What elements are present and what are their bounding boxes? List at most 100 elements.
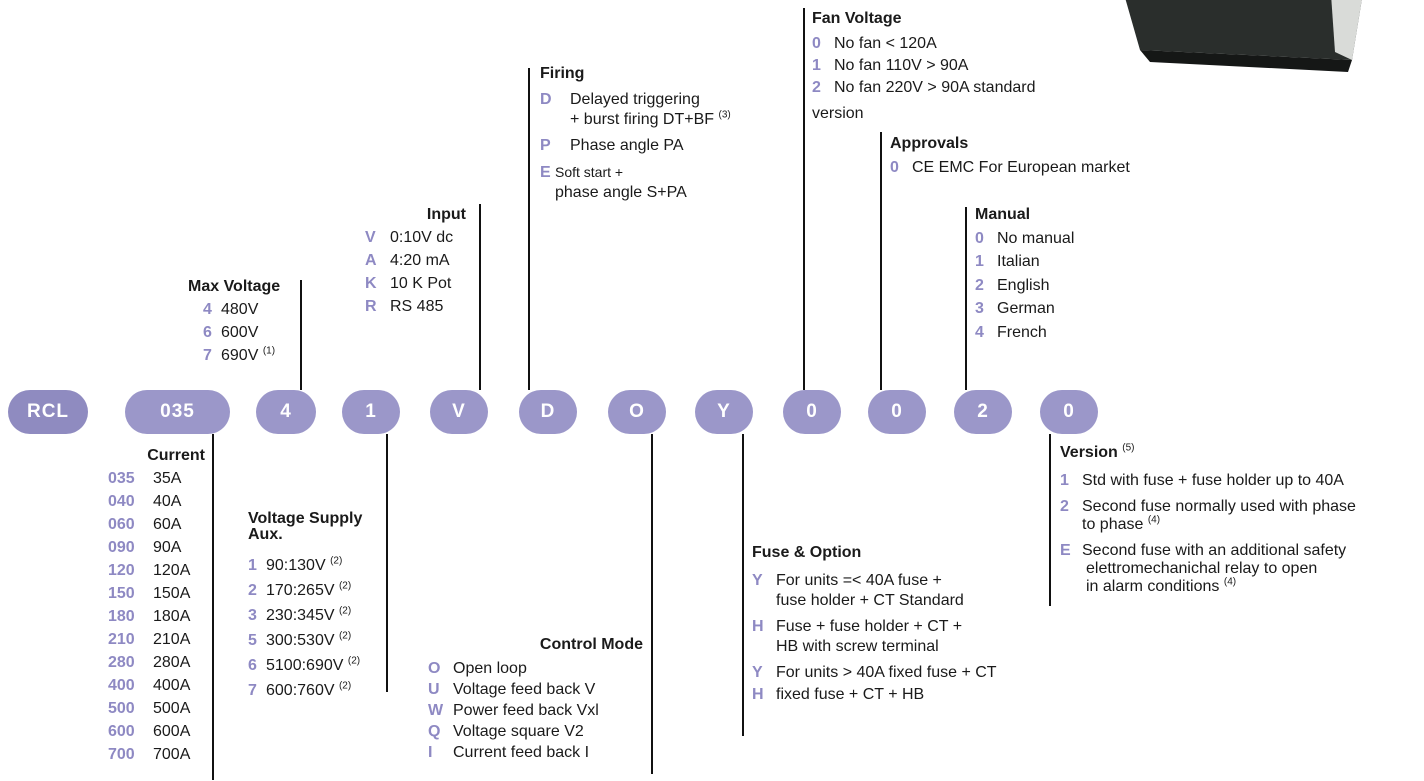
max-voltage-title: Max Voltage [188,278,281,295]
current-option: 040 40A [108,490,190,513]
manual-option: 4 French [975,321,1074,345]
current-code: 180 [108,608,135,625]
connector-max-voltage [300,280,302,390]
version-e-line3: in alarm conditions [1086,578,1220,595]
code-pill-max-voltage: 4 [256,390,316,434]
voltage-supply-code: 5 [248,632,257,649]
fuse-code-h2: H [752,686,764,703]
voltage-supply-label: 90:130V [266,557,326,574]
version-footnote: (5) [1122,442,1135,454]
manual-label: English [997,276,1050,294]
fuse-y1-line2: fuse holder + CT Standard [776,592,964,609]
current-label: 150A [153,585,191,602]
current-label: 280A [153,654,191,671]
fuse-option-title: Fuse & Option [752,544,862,561]
version-title: Version [1060,444,1118,461]
fuse-h1-line1: Fuse + fuse holder + CT + [776,618,963,635]
voltage-supply-title-2: Aux. [248,526,283,543]
current-code: 700 [108,746,135,763]
voltage-supply-label: 170:265V [266,582,335,599]
current-code: 210 [108,631,135,648]
current-code: 600 [108,723,135,740]
device-photo [1125,0,1362,72]
voltage-supply-footnote: (2) [347,655,361,667]
voltage-supply-footnote: (2) [338,630,352,642]
current-code: 040 [108,493,135,510]
voltage-supply-code: 2 [248,582,257,599]
code-pill-firing: D [519,390,577,434]
fuse-code-y1: Y [752,572,763,589]
current-label: 35A [153,470,182,487]
code-pill-voltage-supply: 1 [342,390,400,434]
voltage-supply-label: 5100:690V [266,657,344,674]
fuse-code-y2: Y [752,664,763,681]
connector-approvals [880,132,882,390]
fan-voltage-code: 1 [812,57,821,74]
version-code-2: 2 [1060,498,1069,515]
code-pill-control-mode: O [608,390,666,434]
input-option: V 0:10V dc [365,226,466,249]
connector-input [479,204,481,390]
code-pill-input: V [430,390,488,434]
control-mode-label: Current feed back I [453,744,590,761]
current-label: 700A [153,746,191,763]
current-label: 210A [153,631,191,648]
voltage-supply-label: 600:760V [266,682,335,699]
control-mode-code: W [428,702,444,719]
input-label: 0:10V dc [390,229,454,246]
control-mode-label: Voltage feed back V [453,681,596,698]
current-option: 210 210A [108,628,190,651]
code-pill-rcl: RCL [8,390,88,434]
current-label: 40A [153,493,182,510]
connector-control-mode [651,434,653,774]
input-code: A [365,252,377,269]
fuse-code-h1: H [752,618,764,635]
fuse-y2-label: For units > 40A fixed fuse + CT [776,664,997,681]
current-title: Current [147,447,205,464]
firing-code-p: P [540,137,551,154]
version-e-line1: Second fuse with an additional safety [1082,542,1347,559]
input-code: V [365,229,376,246]
control-mode-label: Voltage square V2 [453,723,584,740]
input-title: Input [426,206,466,223]
current-code: 280 [108,654,135,671]
current-label: 600A [153,723,191,740]
voltage-supply-footnote: (2) [330,555,343,567]
approvals-code: 0 [890,159,899,176]
manual-code: 4 [975,323,984,341]
control-mode-code: Q [428,723,441,740]
fan-voltage-code: 0 [812,35,821,52]
firing-title: Firing [540,65,585,82]
voltage-supply-code: 7 [248,682,257,699]
manual-code: 3 [975,300,984,317]
manual-label: French [997,323,1047,341]
version-1-label: Std with fuse + fuse holder up to 40A [1082,472,1344,489]
control-mode-code: O [428,660,441,677]
current-label: 60A [153,516,182,533]
connector-version [1049,434,1051,606]
fan-voltage-label: No fan < 120A [834,35,937,52]
current-label: 120A [153,562,191,579]
current-code: 035 [108,470,135,487]
max-voltage-code: 4 [203,301,212,318]
voltage-supply-code: 3 [248,607,257,624]
firing-code-d: D [540,91,552,108]
connector-voltage-supply [386,434,388,692]
current-option: 700 700A [108,743,190,766]
current-label: 400A [153,677,191,694]
